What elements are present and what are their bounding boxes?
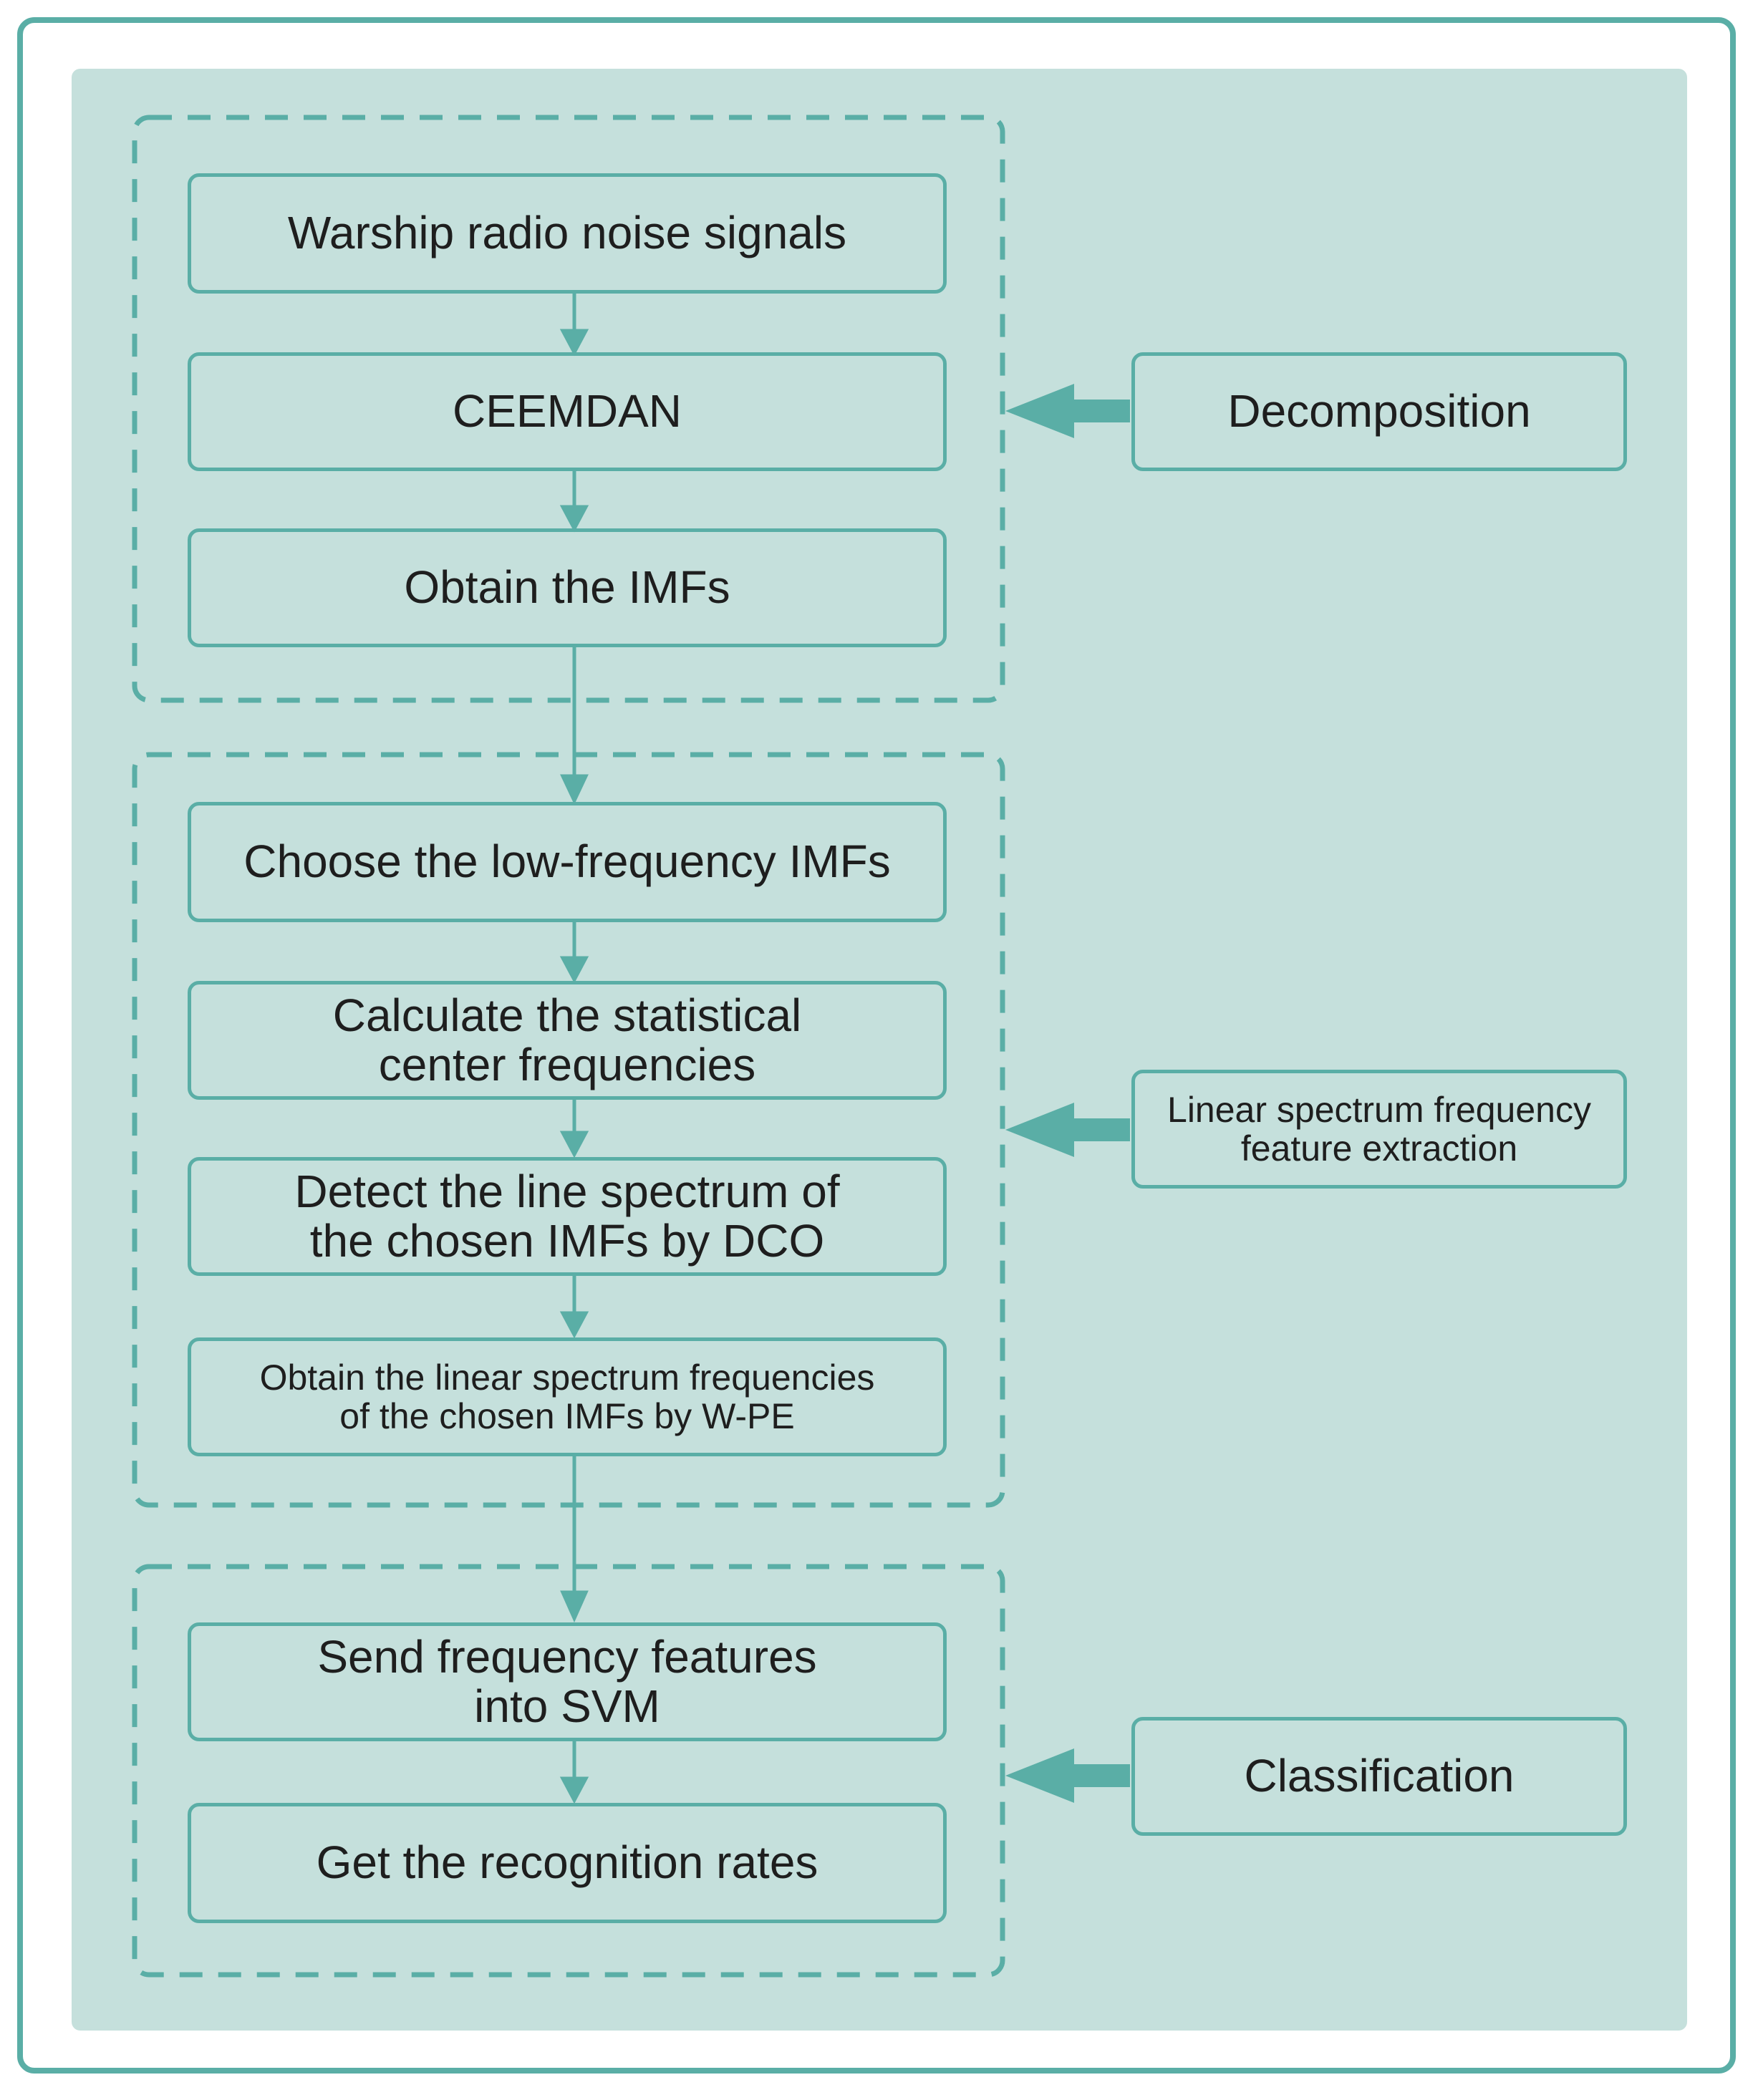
step-label-line-1: Obtain the linear spectrum frequencies [259,1358,875,1398]
step-warship-radio-noise: Warship radio noise signals [188,173,947,294]
diagram-panel [72,69,1687,2031]
arrowhead-5 [559,1131,589,1158]
arrowhead-1 [559,329,589,357]
step-label-line-1: Send frequency features [317,1630,817,1683]
step-choose-low-frequency: Choose the low-frequency IMFs [188,802,947,922]
stage-decomposition: Decomposition [1131,352,1627,471]
arrowhead-6 [559,1311,589,1339]
step-label-line-2: the chosen IMFs by DCO [309,1215,825,1267]
step-label-line-2: into SVM [474,1680,660,1732]
step-send-to-svm: Send frequency features into SVM [188,1622,947,1741]
stage-arrow-feature-extraction [1005,1103,1130,1157]
stage-label: Classification [1244,1750,1515,1802]
group-feature-extraction [132,752,1005,1508]
step-label: Get the recognition rates [316,1837,818,1889]
step-label-line-2: center frequencies [378,1039,756,1090]
step-label: Warship radio noise signals [287,207,847,259]
arrowhead-3 [560,774,589,805]
step-label: CEEMDAN [452,385,682,437]
step-label-line-2: of the chosen IMFs by W-PE [339,1396,795,1436]
step-label: Obtain the IMFs [404,561,730,614]
stage-label: Decomposition [1227,385,1531,437]
step-label-line-1: Detect the line spectrum of [294,1165,840,1217]
group-decomposition [132,115,1005,703]
step-obtain-imfs: Obtain the IMFs [188,528,947,647]
step-label-line-1: Calculate the statistical [332,989,802,1041]
arrowhead-8 [559,1776,589,1804]
step-calculate-center-frequencies: Calculate the statistical center frequen… [188,981,947,1100]
step-detect-line-spectrum: Detect the line spectrum of the chosen I… [188,1157,947,1276]
step-obtain-linear-spectrum-frequencies: Obtain the linear spectrum frequencies o… [188,1337,947,1456]
stage-label-line-2: feature extraction [1240,1128,1518,1168]
stage-label-line-1: Linear spectrum frequency [1167,1090,1591,1130]
stage-arrow-classification [1005,1748,1130,1803]
stage-linear-spectrum-feature-extraction: Linear spectrum frequency feature extrac… [1131,1070,1627,1189]
group-classification [132,1564,1005,1978]
arrowhead-4 [559,956,589,984]
arrowhead-7 [560,1590,589,1623]
stage-classification: Classification [1131,1717,1627,1836]
step-ceemdan: CEEMDAN [188,352,947,471]
stage-arrow-decomposition [1005,384,1130,438]
step-get-recognition-rates: Get the recognition rates [188,1803,947,1923]
arrowhead-2 [559,505,589,533]
step-label: Choose the low-frequency IMFs [243,836,891,888]
